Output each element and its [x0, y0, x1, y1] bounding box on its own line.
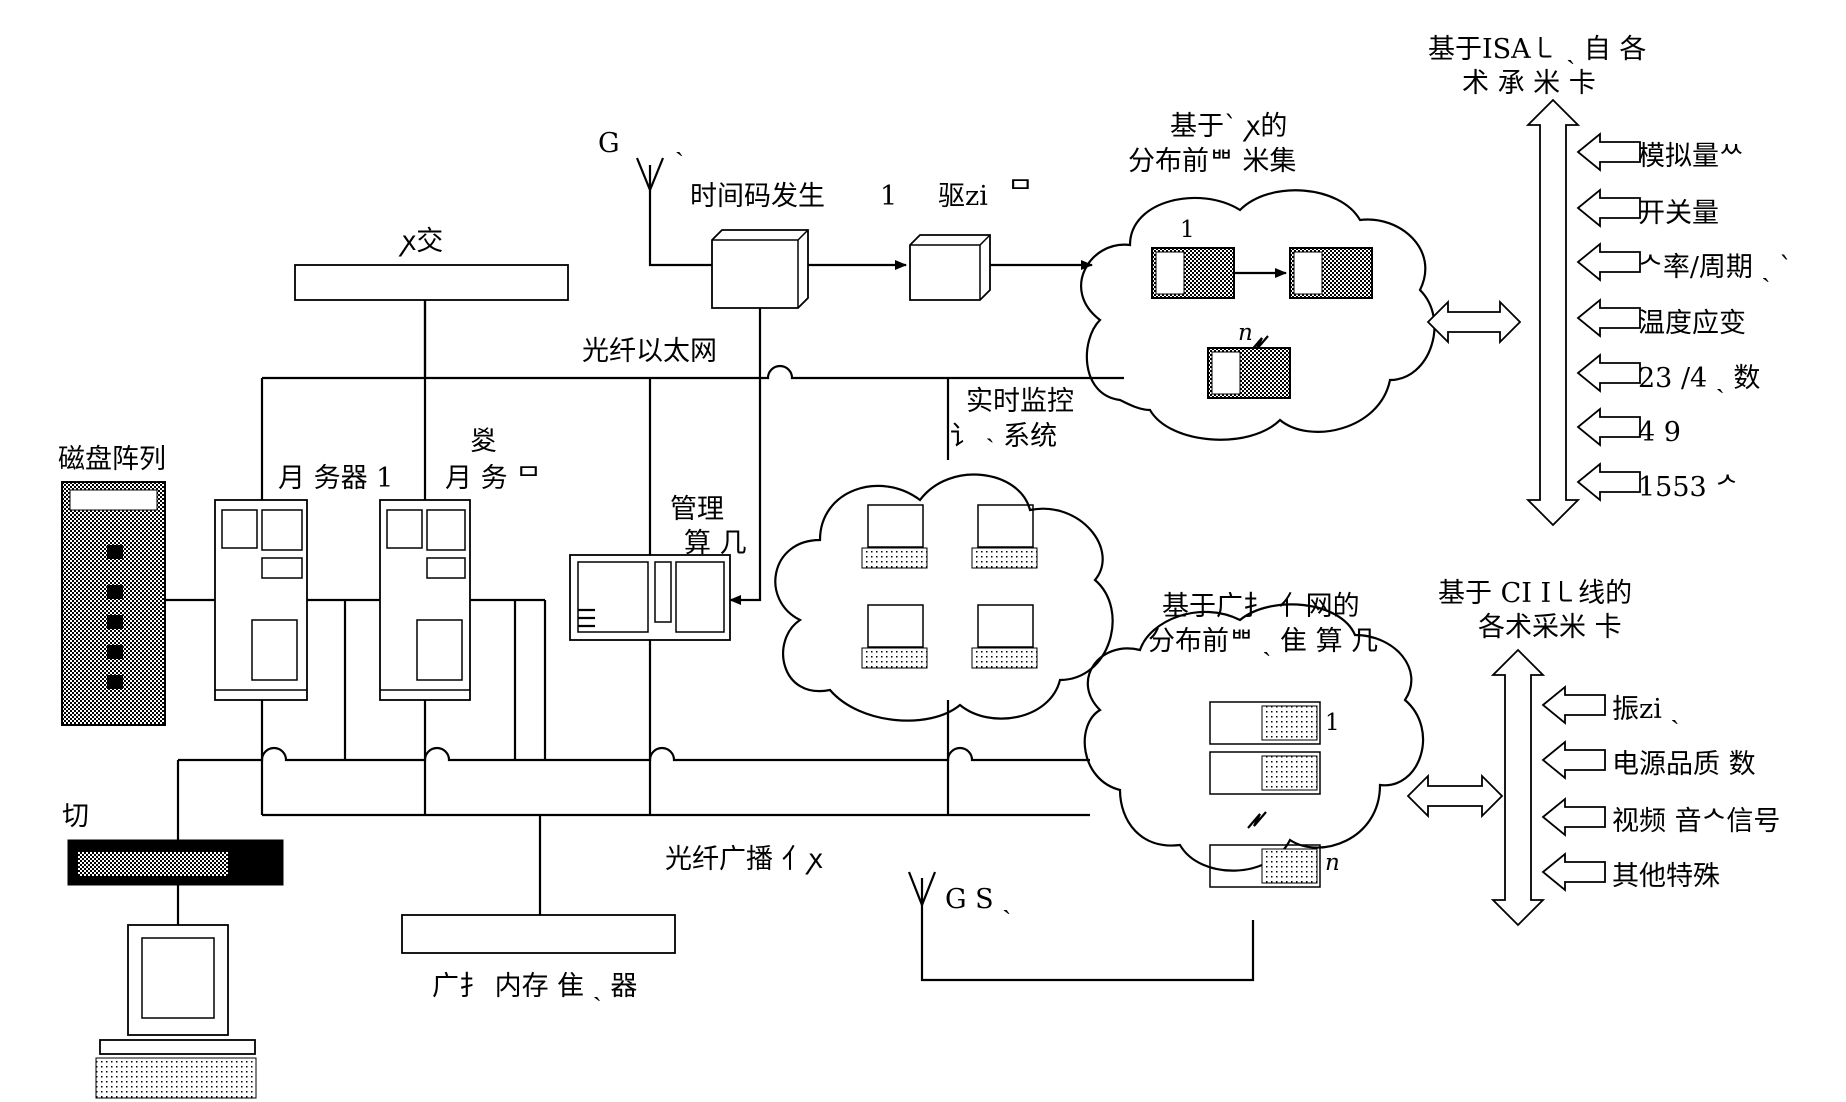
label-eth-cloud-1: 基于ˋ ꭗ的	[1170, 111, 1287, 142]
label-gps-top: G	[598, 128, 620, 159]
label-realtime-2: 讠 ˴ 系统	[950, 421, 1057, 452]
time-code-generator	[711, 229, 809, 309]
isa-bus	[1525, 98, 1581, 527]
label-eth-cloud-2: 分布前ᄈ 米集	[1128, 146, 1296, 177]
eth-node-2	[1289, 247, 1373, 299]
label-realtime-1: 实时监控	[966, 386, 1074, 417]
label-gps-top-tail: ˏ	[675, 126, 684, 157]
label-eth-node-1: 1	[1180, 217, 1195, 243]
label-drive-c: ᄆ	[1008, 176, 1033, 207]
label-isa-item-3: 温度应变	[1638, 308, 1746, 339]
eth-ellipsis-bolt	[1249, 335, 1269, 353]
disk-array	[61, 481, 166, 726]
label-server2: 月 务 ᄆ	[445, 463, 541, 494]
workstation-4	[971, 604, 1038, 669]
workstation-3	[861, 604, 928, 669]
isa-input-arrows	[1576, 132, 1641, 502]
broadcast-acquisition-cloud	[1083, 603, 1425, 888]
label-bcast-mem: 广扌 内存 隹 ˏ 器	[432, 971, 637, 1002]
left-switch	[67, 839, 284, 886]
realtime-monitor-cloud	[774, 473, 1114, 722]
label-switch-left: 切	[62, 801, 89, 832]
eth-node-1	[1151, 247, 1235, 299]
label-isa-item-5: 4 9	[1638, 417, 1681, 448]
label-mgmt-2: 算 几	[684, 528, 747, 559]
top-switch	[294, 264, 569, 378]
label-ethernet: 光纤以太网	[582, 336, 717, 367]
network-lines	[165, 190, 1255, 982]
text-labels: G ˏ 时间码发生 1 驱zi ᄆ ꭗ交 光纤以太网 磁盘阵列 月 务器 1 㚇…	[58, 34, 1793, 1002]
label-isa-item-6: 1553 ᄼ	[1638, 472, 1740, 503]
label-isa-item-0: 模拟量ᄊ	[1638, 141, 1744, 172]
label-isa-item-1: 开关量	[1638, 198, 1719, 229]
label-drive-b: 驱zi	[938, 181, 988, 212]
gps-antenna-bottom	[907, 871, 937, 909]
label-switch-top: ꭗ交	[398, 226, 443, 257]
label-server2-top: 㚇	[470, 426, 497, 457]
label-pci-item-3: 其他特殊	[1612, 861, 1720, 892]
label-bcast-cloud-2: 分布前ᄈ ˏ 隹 算 几	[1148, 626, 1378, 657]
eth-cloud-bus-double-arrow	[1426, 299, 1522, 345]
workstation-1	[861, 504, 928, 569]
gps-bottom-to-cloud-line	[920, 905, 1255, 982]
ethernet-acquisition-cloud	[1080, 189, 1436, 441]
drive-box	[909, 234, 991, 301]
workstation-2	[971, 504, 1038, 569]
label-pci-title-2: 各术采米 卡	[1478, 612, 1622, 643]
label-isa-item-4: 23 /4 ˏ 数	[1638, 363, 1760, 394]
ethernet-bus-line	[262, 364, 1124, 380]
label-drive-a: 1	[880, 181, 897, 212]
broadcast-memory	[401, 914, 676, 954]
bcast-ellipsis-bolt	[1247, 811, 1267, 829]
label-isa-title-2: 术 承 米 卡	[1462, 68, 1596, 99]
eth-node-n	[1207, 347, 1291, 399]
label-time-code: 时间码发生	[690, 181, 825, 212]
server-2	[379, 499, 471, 701]
gps-to-timecode-line	[648, 190, 712, 267]
label-isa-title-1: 基于ISA㇄ ˏ 自 各	[1428, 34, 1646, 65]
label-bcast-node-n: n	[1325, 850, 1340, 876]
label-pci-item-1: 电源品质 数	[1612, 749, 1756, 780]
pci-bus	[1490, 648, 1546, 927]
label-bcast-cloud-1: 基于广扌 亻网的	[1162, 591, 1360, 622]
broadcast-bus-line-upper	[178, 746, 1090, 762]
label-bcast-net: 光纤广播 亻ꭗ	[665, 844, 823, 875]
pci-input-arrows	[1541, 685, 1606, 892]
label-isa-item-2: ᄉ率/周期 ˏ ˋ	[1638, 252, 1793, 283]
bcast-cloud-bus-double-arrow	[1406, 773, 1504, 819]
label-server1: 月 务器 1	[278, 463, 393, 494]
label-gps-bottom: G S ˏ	[945, 884, 1011, 915]
label-bcast-node-1: 1	[1325, 710, 1340, 736]
bcast-node-2	[1209, 751, 1321, 795]
label-mgmt-1: 管理	[670, 494, 724, 525]
gps-antenna-top	[635, 157, 665, 193]
timecode-to-mgmt-line	[729, 308, 762, 605]
terminal-computer	[95, 924, 257, 1099]
server-1	[214, 499, 308, 701]
label-pci-item-0: 振zi ˏ	[1612, 694, 1679, 725]
management-computer	[569, 554, 731, 641]
bcast-node-1	[1209, 701, 1321, 745]
bcast-node-n	[1209, 844, 1321, 888]
label-pci-title-1: 基于 CI I㇄线的	[1438, 578, 1632, 609]
label-eth-node-n: n	[1238, 320, 1253, 346]
label-pci-item-2: 视频 音ᄉ信号	[1612, 806, 1780, 837]
label-disk-array: 磁盘阵列	[58, 444, 166, 475]
